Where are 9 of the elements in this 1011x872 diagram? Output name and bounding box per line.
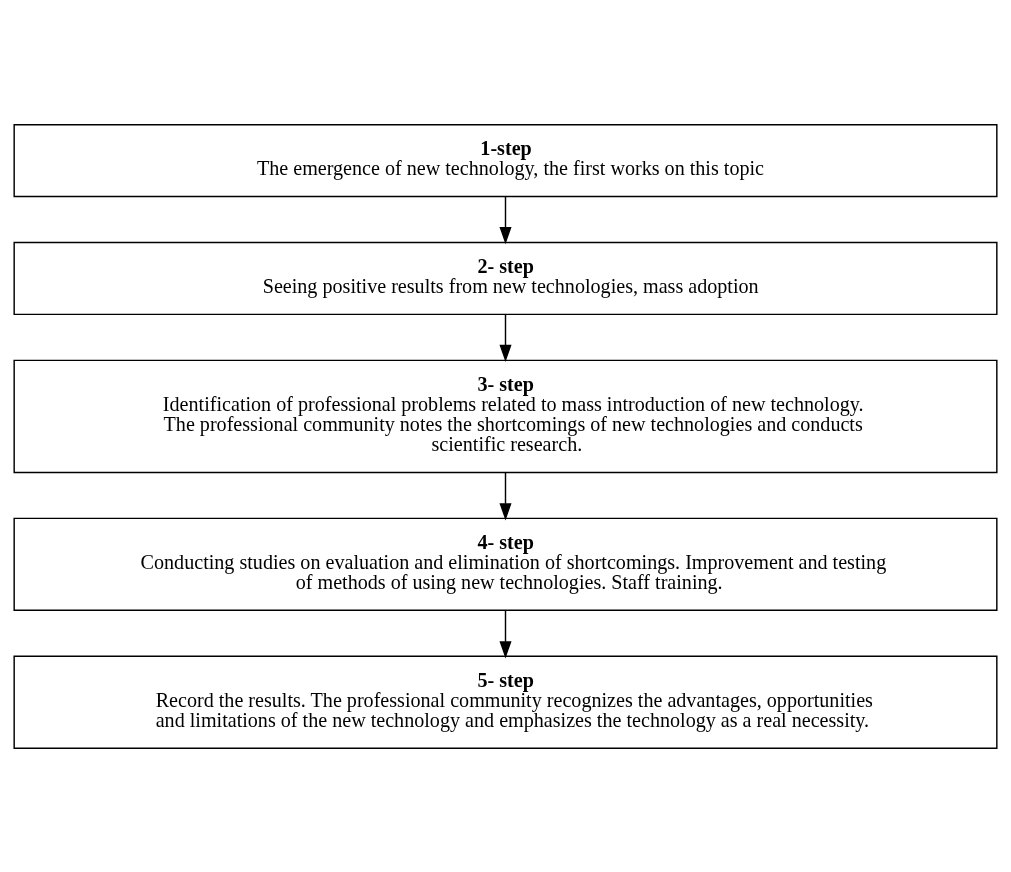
node-box: 2- step Seeing positive results from new technologies, mass adoption	[13, 241, 998, 315]
arrow	[499, 609, 512, 658]
node-box: 3- step Identification of professional problems related to mass introduction of new technology. The professional community notes the shortcomings of new technologies and conducts scientific research.	[13, 359, 998, 473]
arrow	[499, 313, 512, 362]
arrow	[499, 471, 512, 521]
arrow	[499, 195, 512, 244]
node-box: 4- step Conducting studies on evaluation and elimination of shortcomings. Improvement and testing of methods of using new technologies. Staff training.	[13, 517, 998, 611]
node-box: 5- step Record the results. The professional community recognizes the advantages, opportunities and limitations of the new technology and emphasizes the technology as a real necessity.	[13, 655, 998, 749]
node-box: 1-step The emergence of new technology, the first works on this topic	[13, 123, 998, 197]
